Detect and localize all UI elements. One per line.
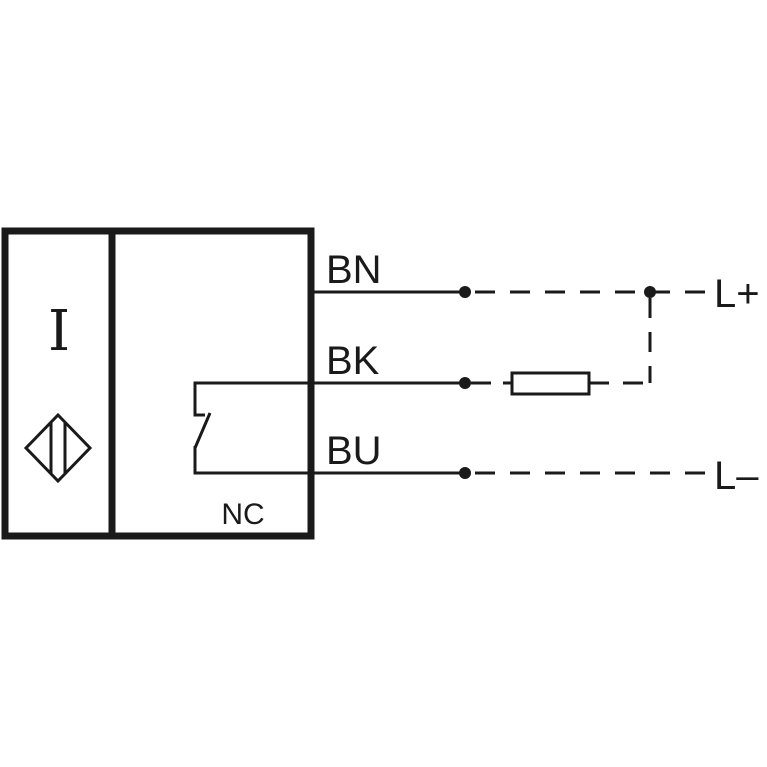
supply-negative-label: L–	[714, 454, 759, 498]
terminal-bk	[459, 377, 471, 389]
output-type-label: NC	[221, 498, 264, 531]
nc-switch-contact	[193, 381, 311, 475]
terminal-bu	[459, 467, 471, 479]
wire-label-bk: BK	[326, 339, 380, 383]
external-wiring	[471, 286, 710, 475]
wire-label-bn: BN	[326, 248, 382, 292]
wire-label-bu: BU	[326, 429, 382, 473]
terminal-bn	[459, 286, 471, 298]
sensor-type-symbol: I	[48, 299, 70, 364]
inductive-sensor-icon	[23, 412, 93, 484]
supply-positive-label: L+	[714, 272, 760, 316]
load-resistor	[510, 371, 591, 396]
junction-dot	[644, 286, 656, 298]
